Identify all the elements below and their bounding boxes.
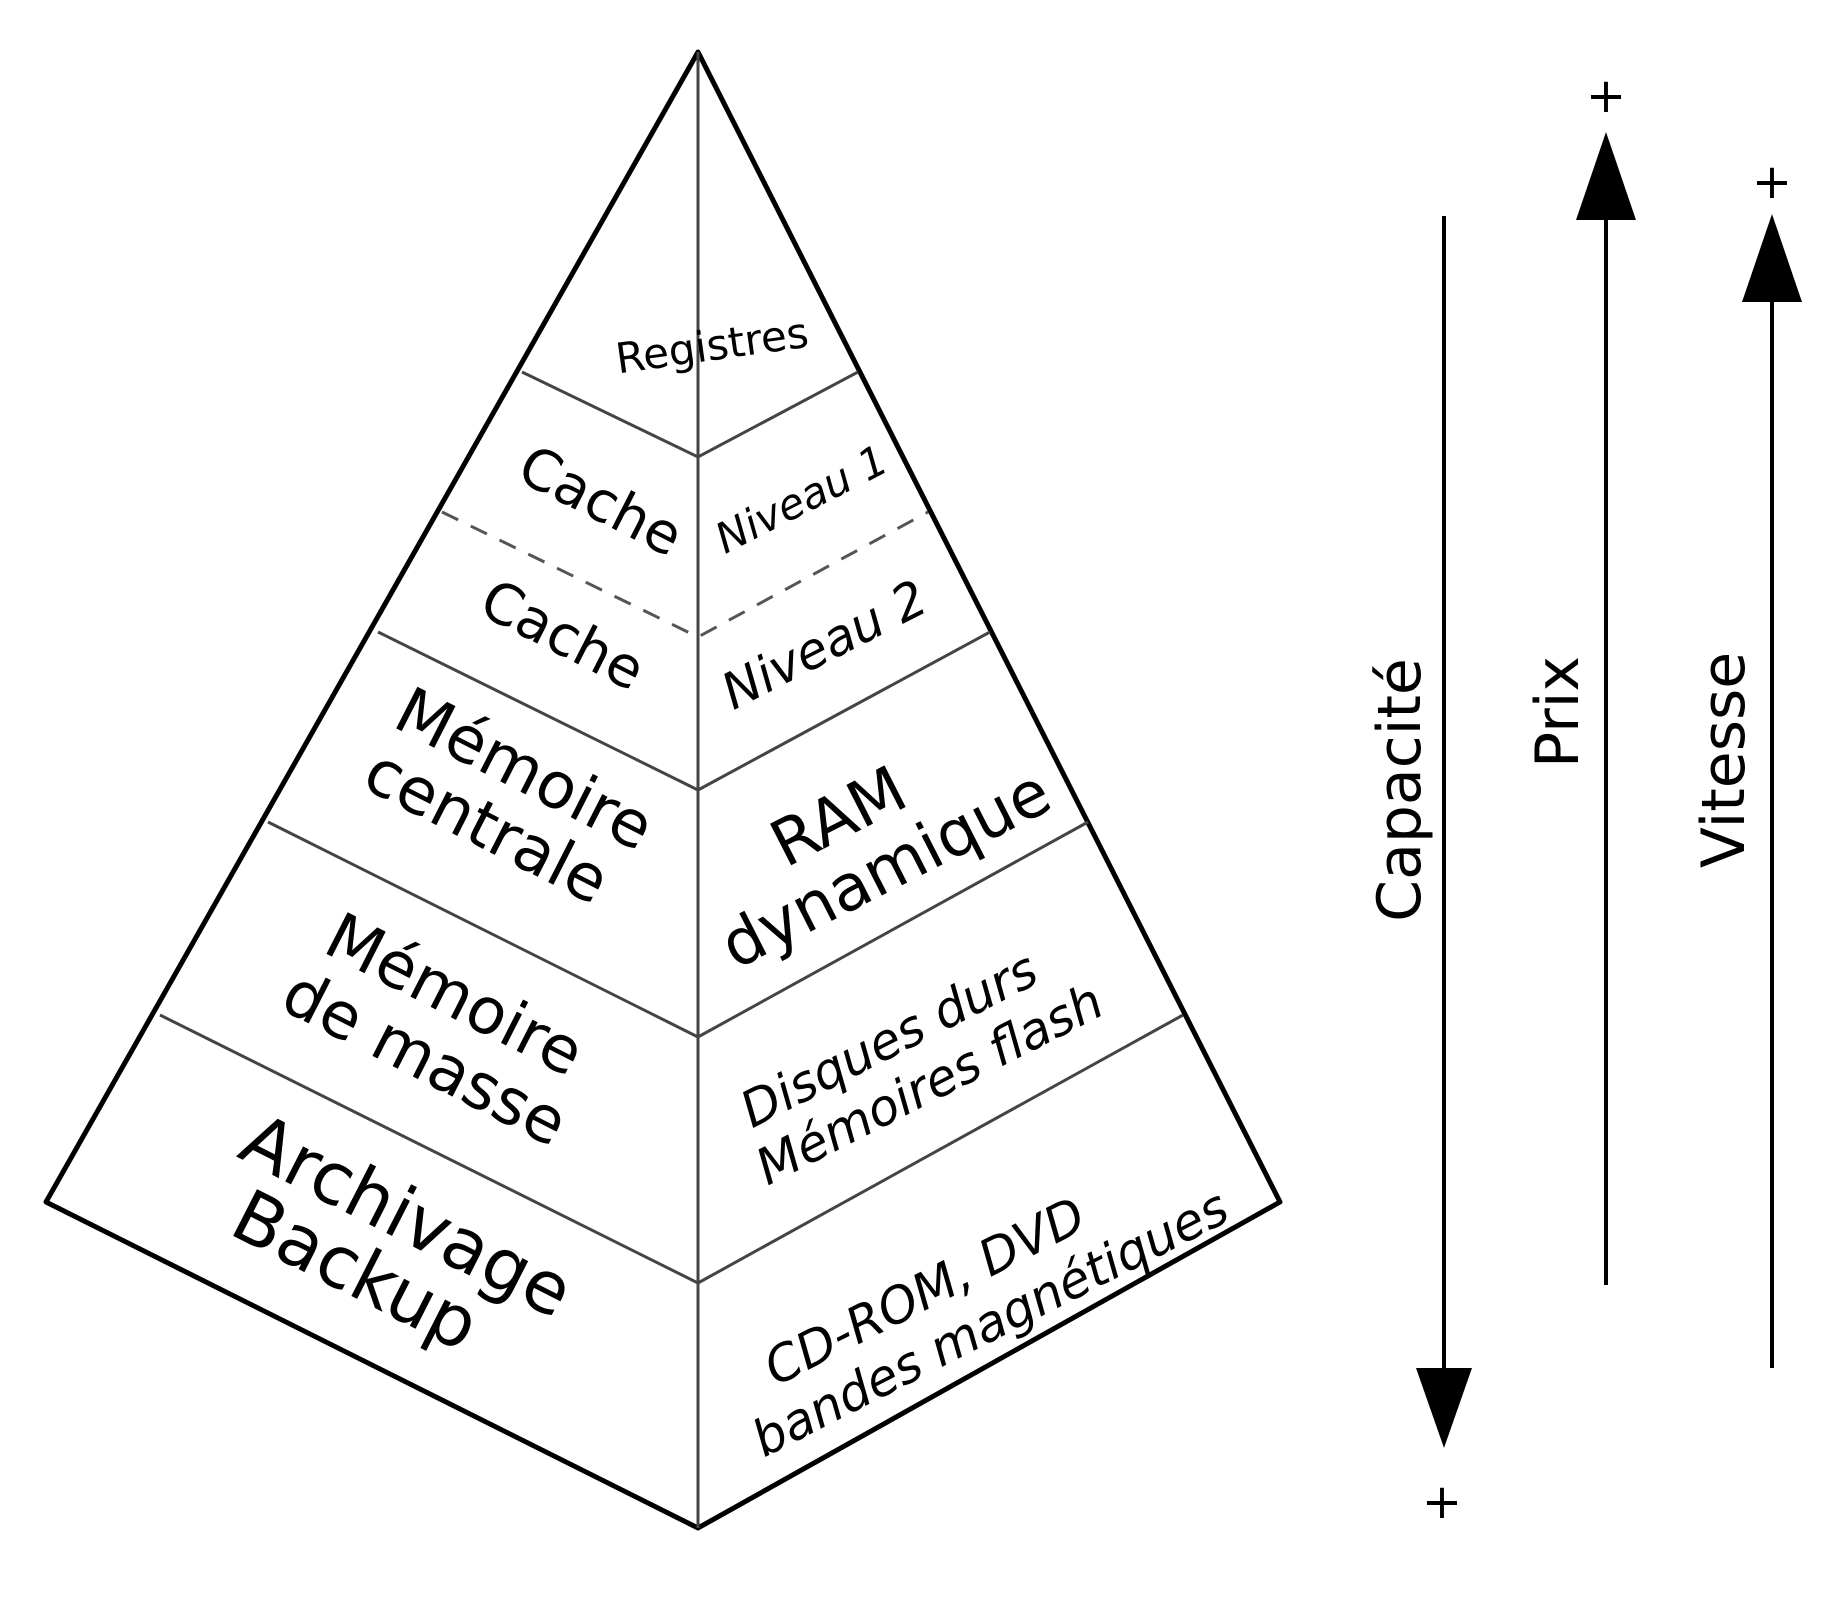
- axis-vitesse-arrowhead: [1742, 214, 1802, 302]
- axis-capacite-arrowhead: [1416, 1368, 1472, 1448]
- axis-capacite-label: Capacité: [1365, 658, 1435, 922]
- separator-cache-l1-l2: [441, 510, 929, 639]
- axis-prix-label: Prix: [1523, 656, 1593, 768]
- axis-prix-arrowhead: [1576, 132, 1636, 220]
- level-cache-l1-left-label: Cache: [508, 433, 693, 570]
- axis-vitesse-label: Vitesse: [1689, 652, 1759, 868]
- axis-vitesse: + Vitesse: [1689, 154, 1802, 1368]
- level-memoire-centrale-left-label: Mémoire centrale: [352, 674, 683, 936]
- pyramid: [43, 49, 1283, 1531]
- axis-prix: + Prix: [1523, 68, 1636, 1285]
- axis-capacite-plus: +: [1422, 1474, 1462, 1530]
- level-cache-l2-left-label: Cache: [470, 567, 655, 704]
- axis-vitesse-plus: +: [1752, 154, 1792, 210]
- level-cache-l1-right-label: Niveau 1: [707, 435, 895, 563]
- separator-centrale-masse: [267, 820, 1089, 1039]
- axis-prix-plus: +: [1586, 68, 1626, 124]
- pyramid-outline: [43, 49, 1283, 1531]
- axis-capacite: + Capacité: [1365, 216, 1472, 1530]
- level-memoire-masse-left-label: Mémoire de masse: [271, 894, 614, 1164]
- level-cache-l2-right-label: Niveau 2: [712, 569, 936, 721]
- separator-registres-cache: [521, 370, 859, 459]
- separator-masse-archivage: [159, 1013, 1184, 1285]
- separator-cache-memoire-centrale: [377, 630, 991, 792]
- level-registres-label: Registres: [613, 308, 812, 384]
